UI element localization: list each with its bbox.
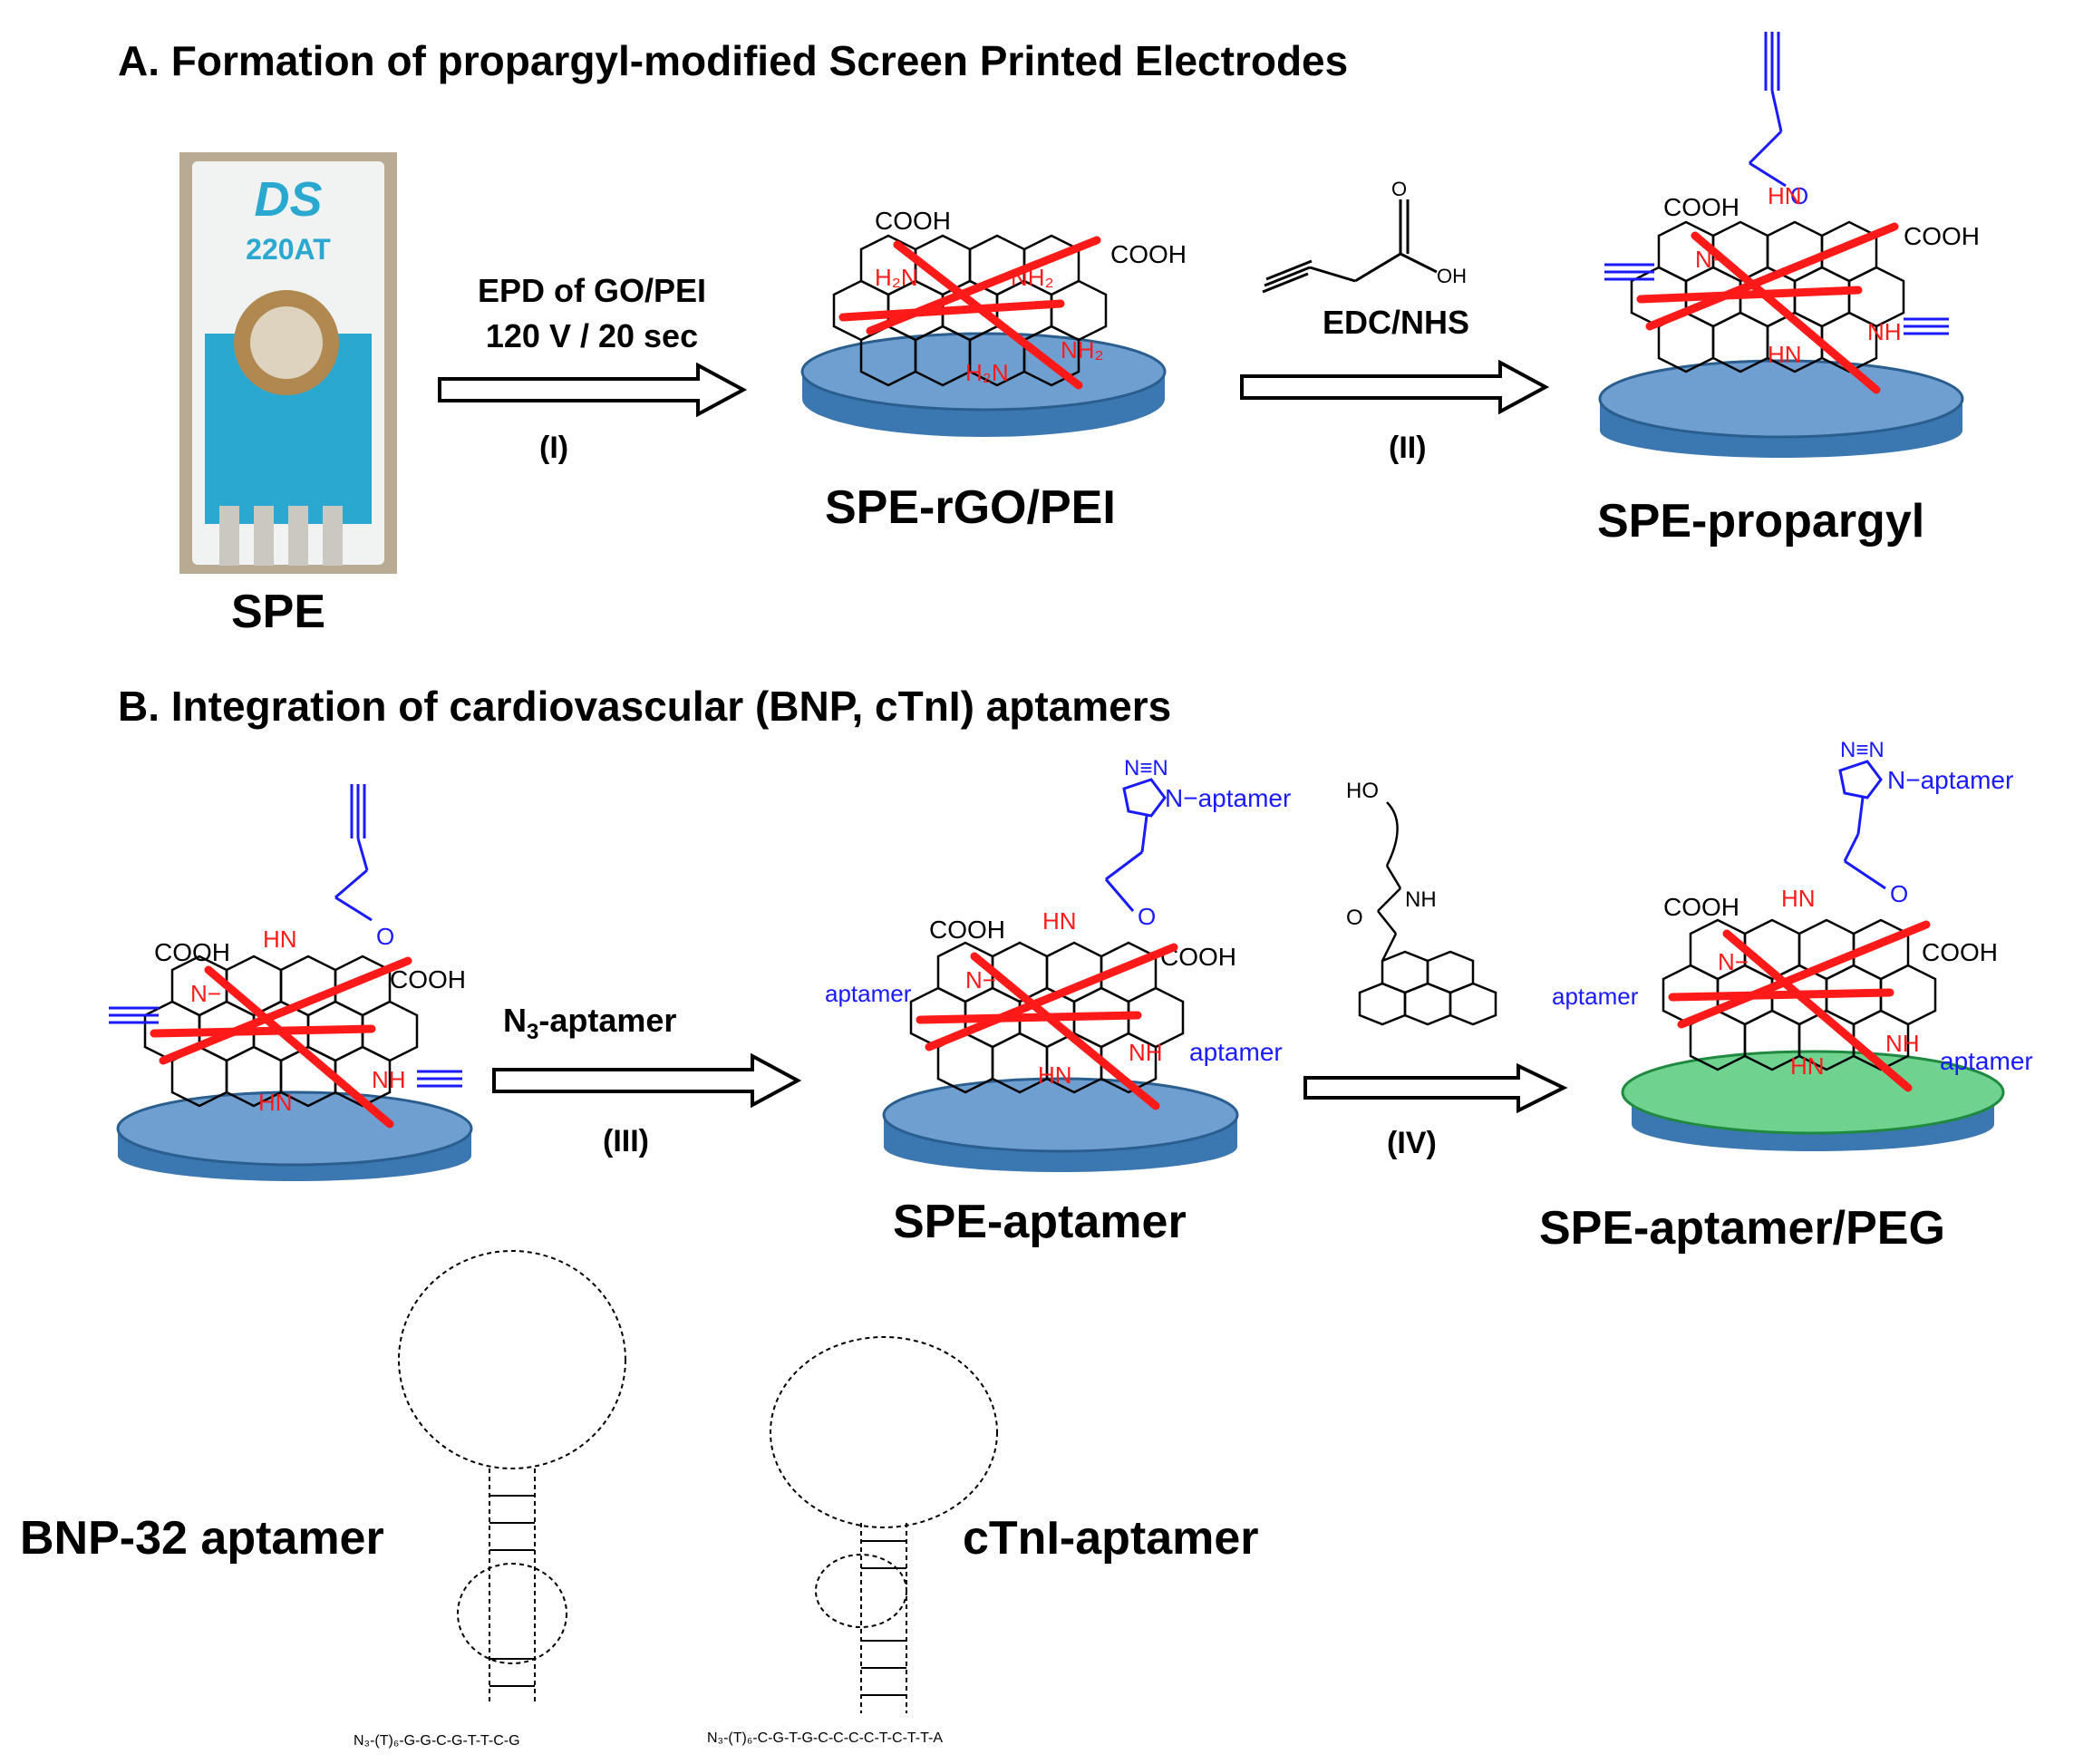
product4-nh-right: NH xyxy=(1885,1030,1920,1057)
step2-arrow xyxy=(1240,360,1550,414)
product3-aptamer-right: aptamer xyxy=(1189,1038,1283,1066)
spe-model-text: 220AT xyxy=(246,233,331,266)
step2-condition: EDC/NHS xyxy=(1322,304,1470,341)
step4-roman: (IV) xyxy=(1387,1126,1437,1160)
product1-label: SPE-rGO/PEI xyxy=(825,481,1116,534)
step3-reagent: N3-aptamer xyxy=(503,1002,676,1045)
product1-cooh-right: COOH xyxy=(1110,240,1187,268)
aptamer2-structure: N₃-(T)₆-C-G-T-G-C-C-C-C-T-C-T-T-A xyxy=(707,1336,998,1746)
step2-o: O xyxy=(1391,181,1407,200)
aptamer1-label: BNP-32 aptamer xyxy=(20,1512,384,1565)
product3-aptamer-left: aptamer xyxy=(825,980,912,1007)
product4-triazole-n: N≡N xyxy=(1840,738,1885,762)
start-cooh-right: COOH xyxy=(390,965,466,993)
step1-roman: (I) xyxy=(539,431,569,465)
product2-label: SPE-propargyl xyxy=(1597,495,1925,548)
step1-condition-line2: 120 V / 20 sec xyxy=(485,317,699,354)
product1-nh2-1: NH₂ xyxy=(1011,264,1054,291)
product2-cooh-right: COOH xyxy=(1904,222,1980,250)
product2-hn-top: HN xyxy=(1768,182,1802,209)
product4-hn-bottom: HN xyxy=(1790,1052,1825,1080)
step2-oh: OH xyxy=(1437,265,1467,287)
start-n-left: N− xyxy=(190,980,221,1007)
product2-cooh-left: COOH xyxy=(1663,193,1739,221)
product1-cooh-left: COOH xyxy=(875,207,951,235)
step4-ho: HO xyxy=(1346,779,1379,803)
product2-structure: COOH COOH O HN N− NH HN xyxy=(1598,32,1980,458)
product2-hn-bottom: HN xyxy=(1768,341,1802,368)
product1-h2n-2: H₂N xyxy=(965,359,1009,386)
product4-n-left: N− xyxy=(1718,948,1749,975)
product4-cooh-left: COOH xyxy=(1663,893,1739,921)
product1-h2n-1: H₂N xyxy=(875,264,918,291)
product1-structure: COOH COOH H₂N NH₂ NH₂ H₂N xyxy=(800,207,1187,437)
section-a-title: A. Formation of propargyl-modified Scree… xyxy=(118,37,1349,84)
product2-carbonyl-o: O xyxy=(1790,182,1808,209)
product4-hn-top: HN xyxy=(1781,885,1816,912)
product3-n-left: N− xyxy=(965,966,996,993)
product4-cooh-right: COOH xyxy=(1922,938,1998,966)
product1-nh2-2: NH₂ xyxy=(1061,336,1104,363)
step3-reagent-n: N xyxy=(503,1002,527,1039)
product4-carbonyl-o: O xyxy=(1890,880,1908,907)
step4-nh: NH xyxy=(1405,887,1437,912)
spe-photo: DS 220AT xyxy=(179,152,397,574)
product4-aptamer-left: aptamer xyxy=(1552,983,1639,1010)
start-hn-bottom: HN xyxy=(258,1089,293,1116)
product3-triazole-n: N≡N xyxy=(1124,756,1168,780)
aptamer2-label: cTnI-aptamer xyxy=(963,1512,1259,1565)
product2-nh-right: NH xyxy=(1867,318,1902,345)
start-carbonyl-o: O xyxy=(376,923,394,950)
step4-arrow xyxy=(1303,1063,1568,1113)
start-nh-right: NH xyxy=(372,1066,406,1093)
step1-condition-line1: EPD of GO/PEI xyxy=(477,272,707,309)
product4-structure: COOH COOH N≡N N−aptamer O aptamer aptame… xyxy=(1552,738,2033,1151)
product3-label: SPE-aptamer xyxy=(893,1196,1187,1248)
product3-hn-bottom: HN xyxy=(1038,1061,1072,1089)
product4-n-aptamer: N−aptamer xyxy=(1887,766,2013,794)
start-structure: COOH COOH O HN N− NH HN xyxy=(109,784,473,1181)
step4-o: O xyxy=(1346,906,1363,930)
step4-reagent-pyrene-peg: HO NH O xyxy=(1346,779,1497,1026)
step2-reagent-pentynoic-acid: O OH xyxy=(1262,181,1467,294)
product3-structure: COOH COOH N≡N N−aptamer O aptamer aptame… xyxy=(825,756,1291,1172)
step2-roman: (II) xyxy=(1389,431,1427,465)
step3-reagent-rest: -aptamer xyxy=(538,1002,677,1039)
product3-carbonyl-o: O xyxy=(1138,903,1156,930)
product3-n-aptamer: N−aptamer xyxy=(1165,784,1291,812)
product3-hn-top: HN xyxy=(1042,907,1077,935)
product2-n-left: N− xyxy=(1695,246,1726,273)
step1-arrow xyxy=(438,363,748,417)
start-cooh-left: COOH xyxy=(154,938,230,966)
aptamer1-sequence-tail: N₃-(T)₆-G-G-C-G-T-T-C-G xyxy=(354,1733,520,1749)
aptamer2-sequence-tail: N₃-(T)₆-C-G-T-G-C-C-C-C-T-C-T-T-A xyxy=(707,1730,943,1746)
product4-label: SPE-aptamer/PEG xyxy=(1539,1202,1945,1255)
product3-nh-right: NH xyxy=(1129,1039,1163,1066)
section-b-title: B. Integration of cardiovascular (BNP, c… xyxy=(118,683,1172,730)
product4-aptamer-right: aptamer xyxy=(1940,1047,2033,1075)
step3-roman: (III) xyxy=(603,1124,649,1158)
step3-reagent-sub: 3 xyxy=(527,1020,539,1045)
product3-cooh-left: COOH xyxy=(929,916,1005,944)
spe-brand-text: DS xyxy=(254,172,322,227)
spe-label: SPE xyxy=(231,586,326,638)
step3-arrow xyxy=(492,1053,802,1108)
aptamer1-structure: N₃-(T)₆-G-G-C-G-T-T-C-G xyxy=(354,1250,626,1749)
start-hn-top: HN xyxy=(263,926,297,953)
